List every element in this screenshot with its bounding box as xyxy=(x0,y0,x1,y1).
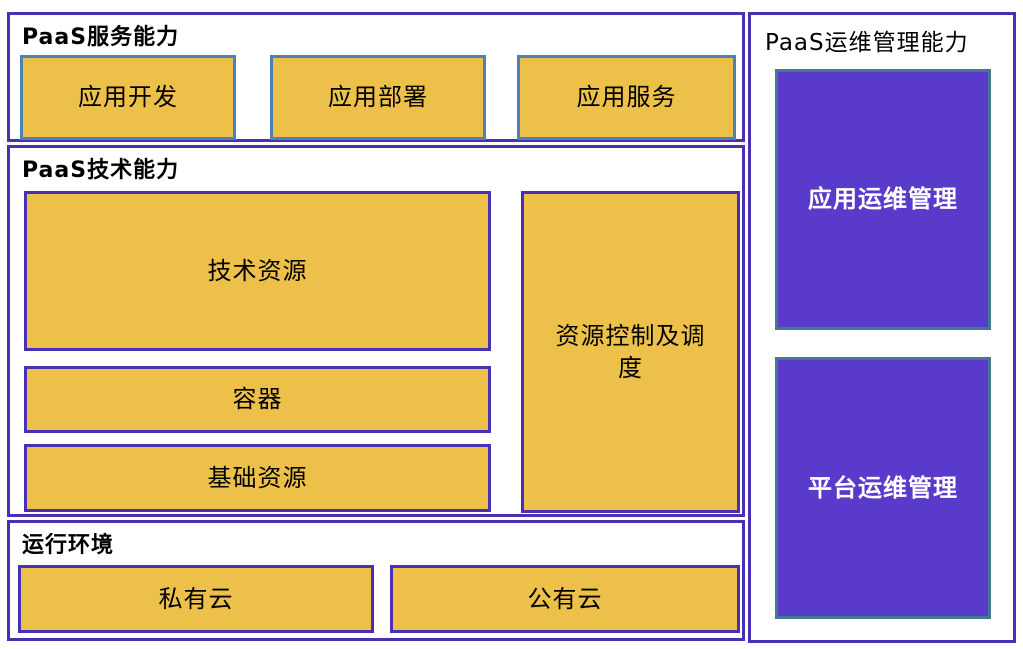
box-public-cloud: 公有云 xyxy=(390,565,740,633)
box-application-development: 应用开发 xyxy=(20,55,236,140)
section-title-runtime: 运行环境 xyxy=(22,533,115,558)
section-title-paas-tech: PaaS技术能力 xyxy=(22,158,180,183)
box-platform-ops-management: 平台运维管理 xyxy=(775,357,991,619)
box-container: 容器 xyxy=(24,366,491,433)
box-technical-resources: 技术资源 xyxy=(24,191,491,351)
box-resource-control-scheduling: 资源控制及调度 xyxy=(521,191,740,513)
section-title-paas-ops: PaaS运维管理能力 xyxy=(765,30,969,56)
section-runtime-environment: 运行环境 私有云 公有云 xyxy=(7,520,745,641)
section-paas-ops-management-capability: PaaS运维管理能力 应用运维管理 平台运维管理 xyxy=(748,12,1016,643)
box-private-cloud: 私有云 xyxy=(18,565,374,633)
section-paas-service-capability: PaaS服务能力 应用开发 应用部署 应用服务 xyxy=(7,12,745,142)
box-application-ops-management: 应用运维管理 xyxy=(775,69,991,330)
section-title-paas-service: PaaS服务能力 xyxy=(22,25,180,50)
box-basic-resources: 基础资源 xyxy=(24,444,491,512)
section-paas-technical-capability: PaaS技术能力 技术资源 容器 基础资源 资源控制及调度 xyxy=(7,145,745,517)
box-application-services: 应用服务 xyxy=(517,55,736,140)
box-application-deployment: 应用部署 xyxy=(270,55,486,140)
